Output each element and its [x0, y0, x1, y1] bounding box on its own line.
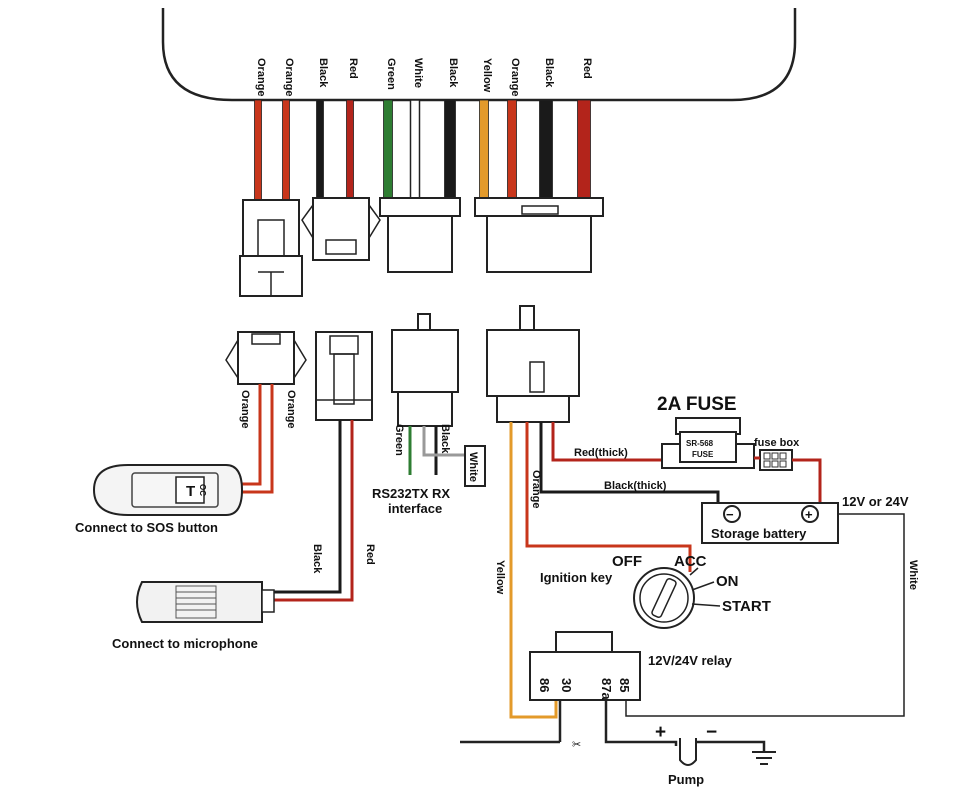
fuse-title: 2A FUSE: [657, 394, 737, 415]
black-thick-label: Black(thick): [604, 480, 667, 492]
microphone: [136, 581, 275, 623]
pump-to-ground: [696, 740, 766, 752]
wire-label-7: Black: [447, 58, 459, 88]
top-connector-2: [301, 197, 381, 261]
relay-title: 12V/24V relay: [648, 653, 733, 668]
pump-label: Pump: [668, 772, 704, 787]
fuse-box: [759, 449, 793, 471]
relay: [529, 631, 641, 701]
relay-87a-to-pump: [604, 700, 678, 746]
wire-label-9: Orange: [509, 58, 521, 97]
sos-wire-2: [236, 384, 274, 494]
rs232-mating-connector: [391, 313, 459, 427]
mic-mating-connector: [315, 331, 373, 421]
relay-pin-30: 30: [559, 678, 574, 692]
pump-minus: −: [706, 722, 717, 743]
power-wire-yellow: [509, 422, 558, 719]
ignition-start: START: [722, 598, 771, 615]
top-connector-1: [239, 199, 303, 297]
wire-label-5: Green: [385, 58, 397, 90]
scissors-icon: ✂: [572, 739, 581, 751]
mic-caption: Connect to microphone: [112, 636, 258, 651]
device-wire-4: [346, 99, 354, 199]
sos-caption: Connect to SOS button: [75, 520, 218, 535]
white-wire: [625, 513, 905, 717]
wire-label-1: Orange: [255, 58, 267, 97]
wire-label-10: Black: [543, 58, 555, 88]
sos-wire-label-2: Orange: [285, 390, 297, 429]
rs232-caption-1: RS232TX RX: [372, 486, 450, 501]
ignition-off: OFF: [612, 553, 642, 570]
wire-label-2: Orange: [283, 58, 295, 97]
top-connector-3: [379, 197, 461, 273]
relay-pin-85: 85: [617, 678, 632, 692]
storage-battery: − + Storage battery: [701, 502, 839, 544]
device-wire-11: [577, 99, 591, 199]
sos-wire-1: [236, 384, 262, 486]
wire-label-3: Black: [317, 58, 329, 88]
wire-label-11: Red: [581, 58, 593, 79]
device-wire-5: [383, 99, 393, 199]
device-wire-9: [507, 99, 517, 199]
ignition-key-switch: [633, 567, 721, 629]
white-wire-label: White: [907, 560, 919, 590]
relay-pin-86: 86: [537, 678, 552, 692]
fuse-model: SR-568: [686, 439, 714, 448]
rs232-white-tag: [464, 445, 486, 487]
red-thick-label: Red(thick): [574, 447, 628, 459]
ground-icon: [752, 751, 776, 765]
ignition-on: ON: [716, 573, 739, 590]
fuse-box-label: fuse box: [754, 437, 800, 449]
battery-label: Storage battery: [711, 526, 807, 541]
rs232-label-white: White: [467, 452, 479, 482]
ignition-acc: ACC: [674, 553, 707, 570]
sos-mating-connector: [225, 331, 307, 385]
top-connector-4: [474, 197, 604, 273]
device-wire-3: [316, 99, 324, 199]
mic-wire-black: [272, 420, 342, 594]
yellow-wire-label: Yellow: [494, 560, 506, 595]
device-wire-8: [479, 99, 489, 199]
rs232-label-green: Green: [393, 424, 405, 456]
device-wire-6: [409, 99, 421, 199]
pump-plus: +: [655, 722, 666, 743]
sos-button: T OC: [92, 464, 244, 516]
battery-minus: −: [726, 507, 734, 522]
rs232-label-black: Black: [439, 424, 451, 454]
pump: [679, 738, 697, 766]
wire-label-8: Yellow: [481, 58, 493, 93]
fuse: SR-568 FUSE: [661, 417, 755, 469]
sos-button-symbol: T: [186, 483, 195, 500]
wire-label-6: White: [412, 58, 424, 88]
power-wire-red: [551, 422, 662, 462]
device-wires: [254, 99, 591, 201]
rs232-wire-white: [422, 426, 464, 457]
rs232-caption-2: interface: [388, 501, 442, 516]
device-wire-labels: Orange Orange Black Red Green White Blac…: [255, 58, 593, 97]
mic-wire-label-red: Red: [364, 544, 376, 565]
power-mating-connector: [486, 305, 580, 423]
fuse-text: FUSE: [692, 450, 714, 459]
voltage-label: 12V or 24V: [842, 494, 909, 509]
power-wire-orange: [525, 422, 692, 572]
power-wire-black: [539, 422, 720, 504]
wire-label-4: Red: [347, 58, 359, 79]
orange-wire-label: Orange: [530, 470, 542, 509]
device-wire-2: [282, 99, 290, 201]
device-wire-1: [254, 99, 262, 201]
mic-wire-red: [272, 420, 354, 602]
fuse-box-to-battery-wire: [792, 458, 822, 504]
ignition-label: Ignition key: [540, 570, 613, 585]
device-wire-10: [539, 99, 553, 199]
relay-pin-87a: 87a: [599, 678, 614, 700]
sos-wire-label-1: Orange: [239, 390, 251, 429]
mic-wire-label-black: Black: [311, 544, 323, 574]
sos-button-text: OC: [198, 484, 207, 496]
battery-plus: +: [805, 507, 813, 522]
device-wire-7: [444, 99, 456, 199]
